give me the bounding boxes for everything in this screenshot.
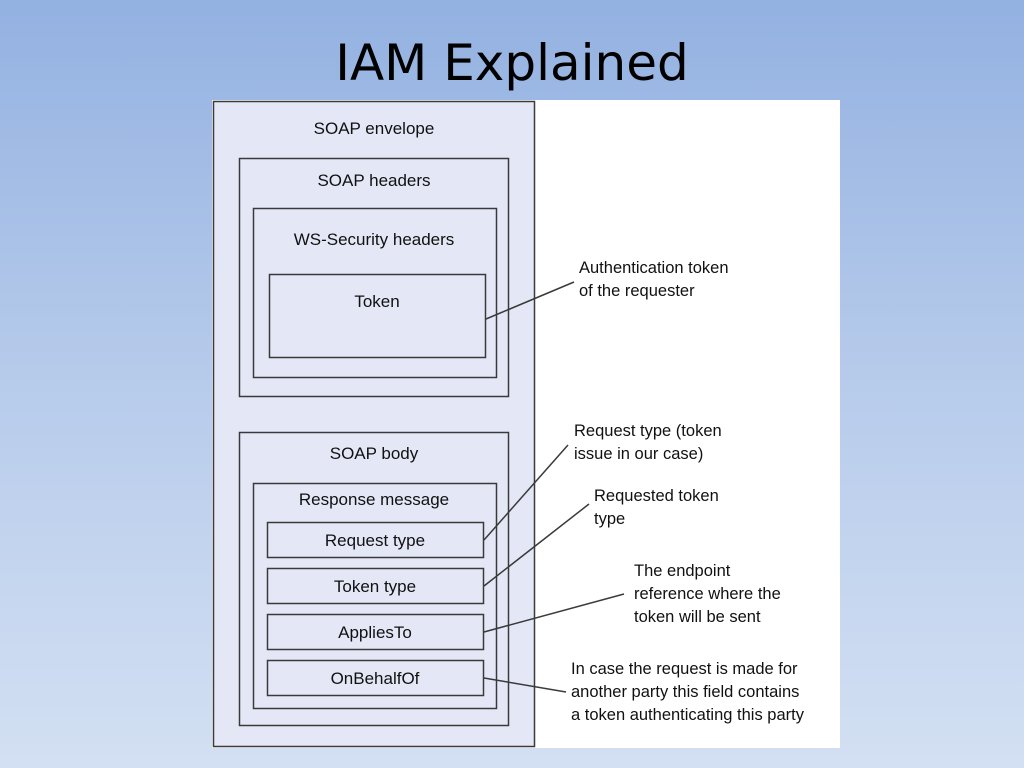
response-message-label: Response message (299, 490, 449, 509)
applies-to-label: AppliesTo (338, 623, 412, 642)
svg-text:of the requester: of the requester (579, 282, 695, 300)
applies-to-box (266, 613, 485, 651)
svg-text:token will be sent: token will be sent (634, 608, 761, 626)
soap-body-label: SOAP body (330, 444, 419, 463)
slide-title: IAM Explained (335, 34, 689, 92)
request-type-label: Request type (325, 531, 425, 550)
svg-text:a token authenticating this pa: a token authenticating this party (571, 706, 805, 724)
svg-text:The endpoint: The endpoint (634, 562, 731, 580)
svg-text:In case the request is made fo: In case the request is made for (571, 660, 798, 678)
token-box (268, 273, 487, 359)
svg-text:type: type (594, 510, 625, 528)
token-type-label: Token type (334, 577, 416, 596)
soap-diagram: SOAP envelope SOAP headers WS-Security h… (212, 100, 840, 748)
svg-text:issue in our case): issue in our case) (574, 445, 703, 463)
token-type-annotation: Requested token type (594, 487, 719, 528)
token-type-connector (483, 503, 590, 587)
svg-text:Request type (token: Request type (token (574, 422, 722, 440)
applies-to-connector (483, 593, 625, 633)
on-behalf-of-connector (483, 677, 567, 693)
on-behalf-of-box (266, 659, 485, 697)
soap-envelope-label: SOAP envelope (314, 119, 435, 138)
request-type-connector (483, 444, 569, 541)
request-type-annotation: Request type (token issue in our case) (574, 422, 722, 463)
on-behalf-of-annotation: In case the request is made for another … (571, 660, 805, 724)
svg-text:another party this field conta: another party this field contains (571, 683, 799, 701)
token-label: Token (354, 292, 399, 311)
on-behalf-of-label: OnBehalfOf (331, 669, 420, 688)
applies-to-annotation: The endpoint reference where the token w… (634, 562, 781, 626)
svg-text:Requested token: Requested token (594, 487, 719, 505)
token-type-box (266, 567, 485, 605)
token-annotation: Authentication token of the requester (579, 259, 729, 300)
svg-text:reference where the: reference where the (634, 585, 781, 603)
ws-security-label: WS-Security headers (294, 230, 455, 249)
soap-headers-label: SOAP headers (317, 171, 430, 190)
token-connector (485, 281, 575, 320)
svg-text:Authentication token: Authentication token (579, 259, 729, 277)
request-type-box (266, 521, 485, 559)
